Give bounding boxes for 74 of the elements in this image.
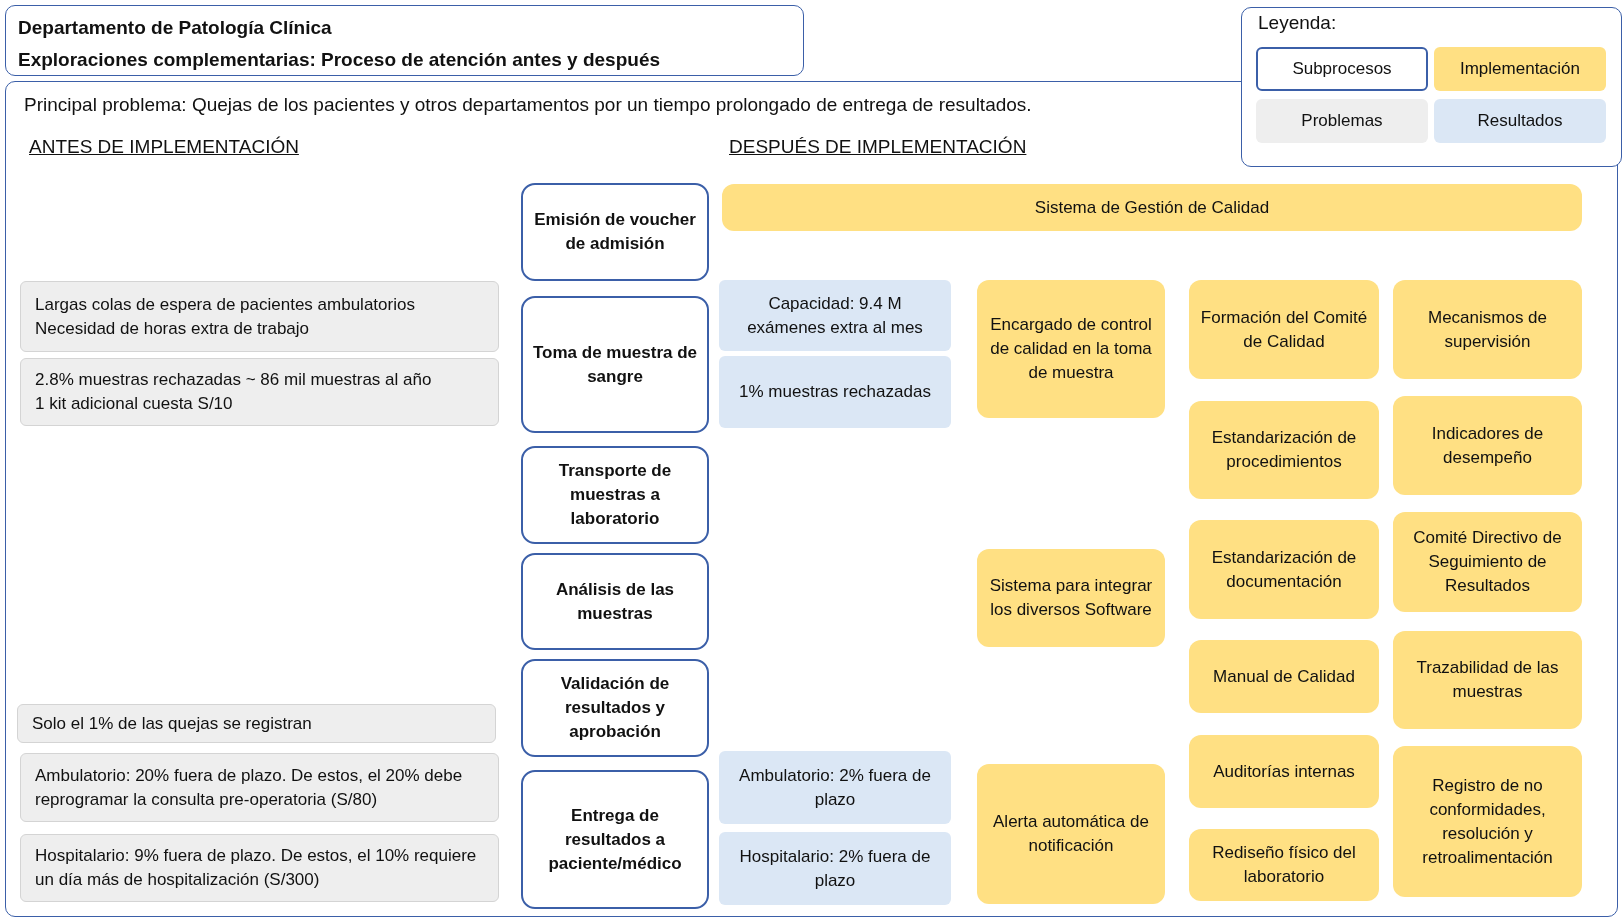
- box-text: 1 kit adicional cuesta S/10: [35, 393, 233, 415]
- box-text: Capacidad: 9.4 M exámenes extra al mes: [746, 292, 924, 339]
- title-box: [5, 5, 804, 76]
- problem-box: [20, 834, 499, 902]
- implementation-box: [1393, 396, 1582, 495]
- problem-box: [20, 753, 499, 822]
- box-text: Sistema para integrar los diversos Software: [988, 575, 1154, 621]
- legend-item: Subprocesos: [1256, 47, 1428, 91]
- box-text: Estandarización de documentación: [1210, 546, 1358, 593]
- implementation-box: [1189, 520, 1379, 619]
- box-text: Auditorías internas: [1213, 760, 1355, 783]
- title-text: Exploraciones complementarias: Proceso de atención antes y después: [18, 48, 661, 72]
- problem-box: [20, 281, 499, 352]
- box-text: Comité Directivo de Seguimiento de Resultados: [1412, 527, 1563, 597]
- box-text: Análisis de las muestras: [554, 578, 676, 625]
- implementation-box: [1189, 640, 1379, 713]
- box-text: Encargado de control de calidad en la toma de muestra: [989, 314, 1153, 384]
- box-text: Sistema de Gestión de Calidad: [1034, 196, 1270, 219]
- box-text: Entrega de resultados a paciente/médico: [547, 804, 683, 875]
- subprocess-box: [521, 183, 709, 281]
- subprocess-box: [521, 659, 709, 757]
- subprocess-box: [521, 446, 709, 544]
- box-text: Largas colas de espera de pacientes ambulatorios: [35, 293, 415, 316]
- subprocess-box: [521, 553, 709, 650]
- legend-item: Implementación: [1434, 47, 1606, 91]
- section-heading: ANTES DE IMPLEMENTACIÓN: [29, 136, 299, 158]
- subprocess-box: [521, 770, 709, 909]
- legend-item: Problemas: [1256, 99, 1428, 143]
- result-box: [719, 832, 951, 905]
- box-text: Hospitalario: 9% fuera de plazo. De estos, el 10% requiere un día más de hospitalización (S/300): [35, 845, 478, 891]
- box-text: Trazabilidad de las muestras: [1415, 657, 1560, 703]
- box-text: 1% muestras rechazadas: [739, 381, 931, 403]
- legend-item: Resultados: [1434, 99, 1606, 143]
- box-text: Ambulatorio: 20% fuera de plazo. De estos, el 20% debe reprogramar la consulta pre-operatoria (S/80): [35, 764, 464, 811]
- implementation-box: [1189, 735, 1379, 808]
- implementation-box: [977, 764, 1165, 904]
- subprocess-box: [521, 296, 709, 433]
- box-text: Rediseño físico del laboratorio: [1211, 842, 1357, 888]
- implementation-box: [722, 184, 1582, 231]
- box-text: Estandarización de procedimientos: [1210, 427, 1358, 473]
- problem-box: [17, 704, 496, 743]
- box-text: Indicadores de desempeño: [1430, 422, 1545, 469]
- implementation-box: [1189, 401, 1379, 499]
- box-text: Transporte de muestras a laboratorio: [557, 460, 673, 530]
- implementation-box: [1393, 280, 1582, 379]
- result-box: [719, 751, 951, 824]
- box-text: Emisión de voucher de admisión: [533, 209, 697, 255]
- box-text: Registro de no conformidades, resolución y retroalimentación: [1421, 774, 1554, 869]
- box-text: Formación del Comité de Calidad: [1199, 306, 1369, 353]
- section-heading: DESPUÉS DE IMPLEMENTACIÓN: [729, 136, 1027, 158]
- implementation-box: [1189, 280, 1379, 379]
- main-panel: [5, 81, 1618, 917]
- result-box: [719, 280, 951, 351]
- problem-statement: Principal problema: Quejas de los pacientes y otros departamentos por un tiempo prolongado de entrega de resultados.: [24, 94, 1032, 116]
- box-text: Necesidad de horas extra de trabajo: [35, 317, 310, 340]
- box-text: Validación de resultados y aprobación: [559, 673, 671, 743]
- box-text: 2.8% muestras rechazadas ~ 86 mil muestras al año: [35, 369, 432, 391]
- implementation-box: [1393, 746, 1582, 897]
- box-text: Hospitalario: 2% fuera de plazo: [738, 845, 932, 892]
- implementation-box: [977, 549, 1165, 647]
- implementation-box: [977, 280, 1165, 418]
- result-box: [719, 356, 951, 428]
- legend-title: Leyenda:: [1258, 12, 1337, 34]
- box-text: Alerta automática de notificación: [992, 811, 1150, 857]
- problem-box: [20, 358, 499, 426]
- box-text: Solo el 1% de las quejas se registran: [32, 712, 312, 735]
- box-text: Manual de Calidad: [1213, 665, 1355, 688]
- implementation-box: [1393, 512, 1582, 612]
- box-text: Toma de muestra de sangre: [531, 341, 699, 388]
- implementation-box: [1189, 829, 1379, 901]
- box-text: Mecanismos de supervisión: [1426, 306, 1549, 353]
- implementation-box: [1393, 631, 1582, 729]
- title-text: Departamento de Patología Clínica: [18, 16, 333, 40]
- box-text: Ambulatorio: 2% fuera de plazo: [738, 764, 932, 811]
